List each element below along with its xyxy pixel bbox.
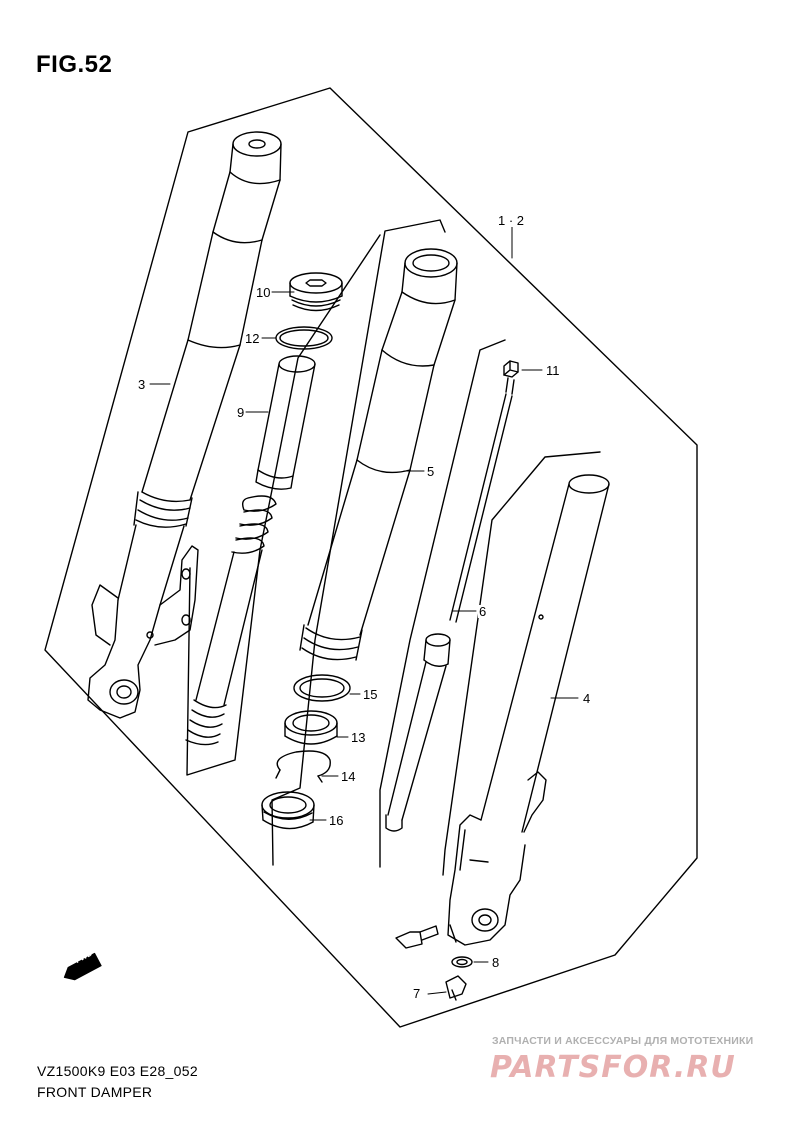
callout-1-2: 1 · 2 [497, 213, 526, 228]
outer-tube-group-outline [442, 451, 601, 876]
figure-number: FIG.52 [36, 51, 113, 78]
callout-4: 4 [582, 691, 592, 706]
part-13-oil-seal [284, 710, 338, 745]
part-5-inner-tube [299, 248, 458, 661]
callout-5: 5 [426, 464, 436, 479]
part-15-washer [293, 674, 351, 702]
watermark-brand[interactable]: PARTSFOR.RU [490, 1050, 736, 1085]
spring-and-damper-rod [185, 495, 277, 746]
diagram-title: FRONT DAMPER [37, 1084, 153, 1100]
callout-10: 10 [255, 285, 272, 300]
callout-12: 12 [244, 331, 261, 346]
callout-3: 3 [137, 377, 147, 392]
part-3-fork-leg [87, 131, 282, 719]
part-4-outer-tube [447, 474, 610, 946]
callout-6: 6 [478, 604, 488, 619]
tube-group-outline [271, 219, 446, 866]
rod-group-outline [379, 339, 506, 868]
watermark-tagline: ЗАПЧАСТИ И АКСЕССУАРЫ ДЛЯ МОТОТЕХНИКИ [492, 1035, 754, 1047]
callout-14: 14 [340, 769, 357, 784]
part-7-bolt [445, 975, 467, 1001]
axle-pinch-bolt [395, 925, 439, 949]
callout-11: 11 [545, 363, 561, 378]
callout-16: 16 [328, 813, 345, 828]
fwd-arrow-icon [63, 952, 102, 981]
callout-13: 13 [350, 730, 367, 745]
callout-15: 15 [362, 687, 379, 702]
model-code: VZ1500K9 E03 E28_052 [37, 1063, 198, 1079]
callout-7: 7 [412, 986, 422, 1001]
callout-8: 8 [491, 955, 501, 970]
part-11-nut [503, 360, 519, 378]
part-14-stopper-ring [275, 750, 331, 783]
leader-lines [149, 225, 579, 995]
part-6-damper-rod [385, 377, 515, 832]
part-16-dust-seal [261, 791, 315, 830]
part-8-washer [451, 956, 473, 968]
part-12-o-ring [275, 326, 333, 350]
spring-group-outline [186, 234, 381, 776]
part-9-spacer [255, 355, 316, 490]
assembly-outline [44, 87, 698, 1028]
callout-9: 9 [236, 405, 246, 420]
part-10-cap-bolt [289, 272, 343, 312]
